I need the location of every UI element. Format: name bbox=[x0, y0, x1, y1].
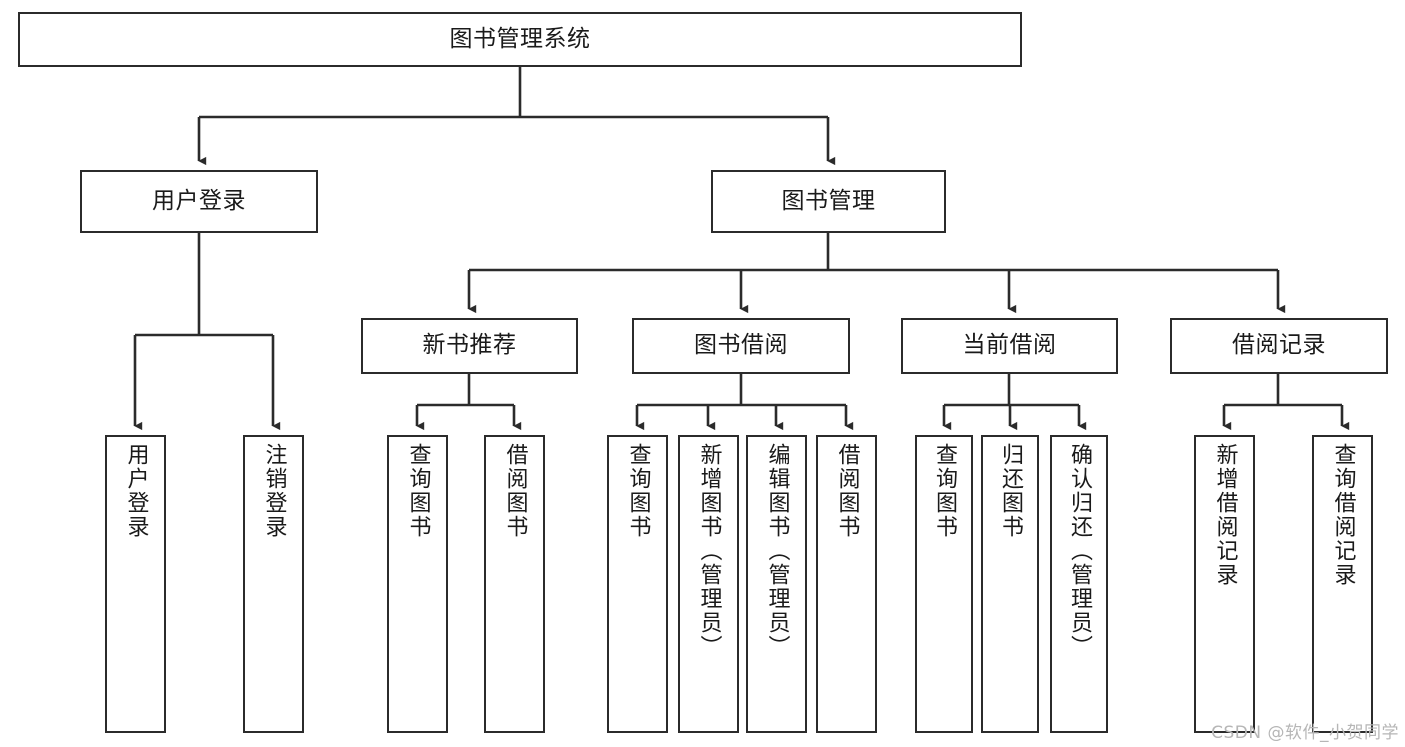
node-leaf-edit-book-label: 编辑图书（管理员） bbox=[764, 443, 790, 659]
node-leaf-borrow-book-label: 借阅图书 bbox=[834, 443, 860, 539]
node-current-borrow-label: 当前借阅 bbox=[962, 332, 1057, 359]
node-user-login-label: 用户登录 bbox=[152, 187, 246, 214]
node-leaf-query-book-rec-label: 查询图书 bbox=[405, 443, 431, 539]
node-book-manage[interactable]: 图书管理 bbox=[711, 170, 946, 233]
node-root[interactable]: 图书管理系统 bbox=[18, 12, 1022, 67]
node-borrow-record-label: 借阅记录 bbox=[1232, 332, 1326, 359]
node-leaf-user-logout[interactable]: 注销登录 bbox=[243, 435, 304, 733]
node-leaf-return-book-label: 归还图书 bbox=[998, 443, 1023, 539]
node-leaf-query-book-rec[interactable]: 查询图书 bbox=[387, 435, 448, 733]
node-book-manage-label: 图书管理 bbox=[781, 187, 876, 214]
node-leaf-query-borrow-record[interactable]: 查询借阅记录 bbox=[1312, 435, 1373, 733]
node-current-borrow[interactable]: 当前借阅 bbox=[901, 318, 1118, 374]
node-leaf-borrow-book-rec[interactable]: 借阅图书 bbox=[484, 435, 545, 733]
node-borrow-record[interactable]: 借阅记录 bbox=[1170, 318, 1388, 374]
node-leaf-add-book-label: 新增图书（管理员） bbox=[696, 443, 722, 659]
node-book-borrow[interactable]: 图书借阅 bbox=[632, 318, 850, 374]
node-leaf-query-book-borrow[interactable]: 查询图书 bbox=[607, 435, 668, 733]
node-leaf-add-book[interactable]: 新增图书（管理员） bbox=[678, 435, 739, 733]
node-leaf-add-borrow-record[interactable]: 新增借阅记录 bbox=[1194, 435, 1255, 733]
node-leaf-query-borrow-record-label: 查询借阅记录 bbox=[1330, 443, 1356, 587]
node-leaf-borrow-book[interactable]: 借阅图书 bbox=[816, 435, 877, 733]
node-leaf-confirm-return[interactable]: 确认归还（管理员） bbox=[1050, 435, 1108, 733]
node-leaf-user-logout-label: 注销登录 bbox=[261, 443, 287, 539]
node-leaf-query-book-cur-label: 查询图书 bbox=[932, 443, 957, 539]
node-leaf-user-login[interactable]: 用户登录 bbox=[105, 435, 166, 733]
node-new-book-recommend-label: 新书推荐 bbox=[422, 332, 517, 359]
node-leaf-query-book-cur[interactable]: 查询图书 bbox=[915, 435, 973, 733]
node-leaf-query-book-borrow-label: 查询图书 bbox=[625, 443, 651, 539]
node-new-book-recommend[interactable]: 新书推荐 bbox=[361, 318, 578, 374]
node-leaf-confirm-return-label: 确认归还（管理员） bbox=[1067, 443, 1092, 659]
node-leaf-return-book[interactable]: 归还图书 bbox=[981, 435, 1039, 733]
node-user-login[interactable]: 用户登录 bbox=[80, 170, 318, 233]
node-book-borrow-label: 图书借阅 bbox=[694, 332, 788, 359]
node-root-label: 图书管理系统 bbox=[449, 25, 591, 52]
watermark-text: CSDN @软件_小贺同学 bbox=[1211, 723, 1399, 743]
node-leaf-borrow-book-rec-label: 借阅图书 bbox=[502, 443, 528, 539]
node-leaf-add-borrow-record-label: 新增借阅记录 bbox=[1212, 443, 1238, 587]
node-leaf-user-login-label: 用户登录 bbox=[123, 443, 149, 539]
node-leaf-edit-book[interactable]: 编辑图书（管理员） bbox=[746, 435, 807, 733]
